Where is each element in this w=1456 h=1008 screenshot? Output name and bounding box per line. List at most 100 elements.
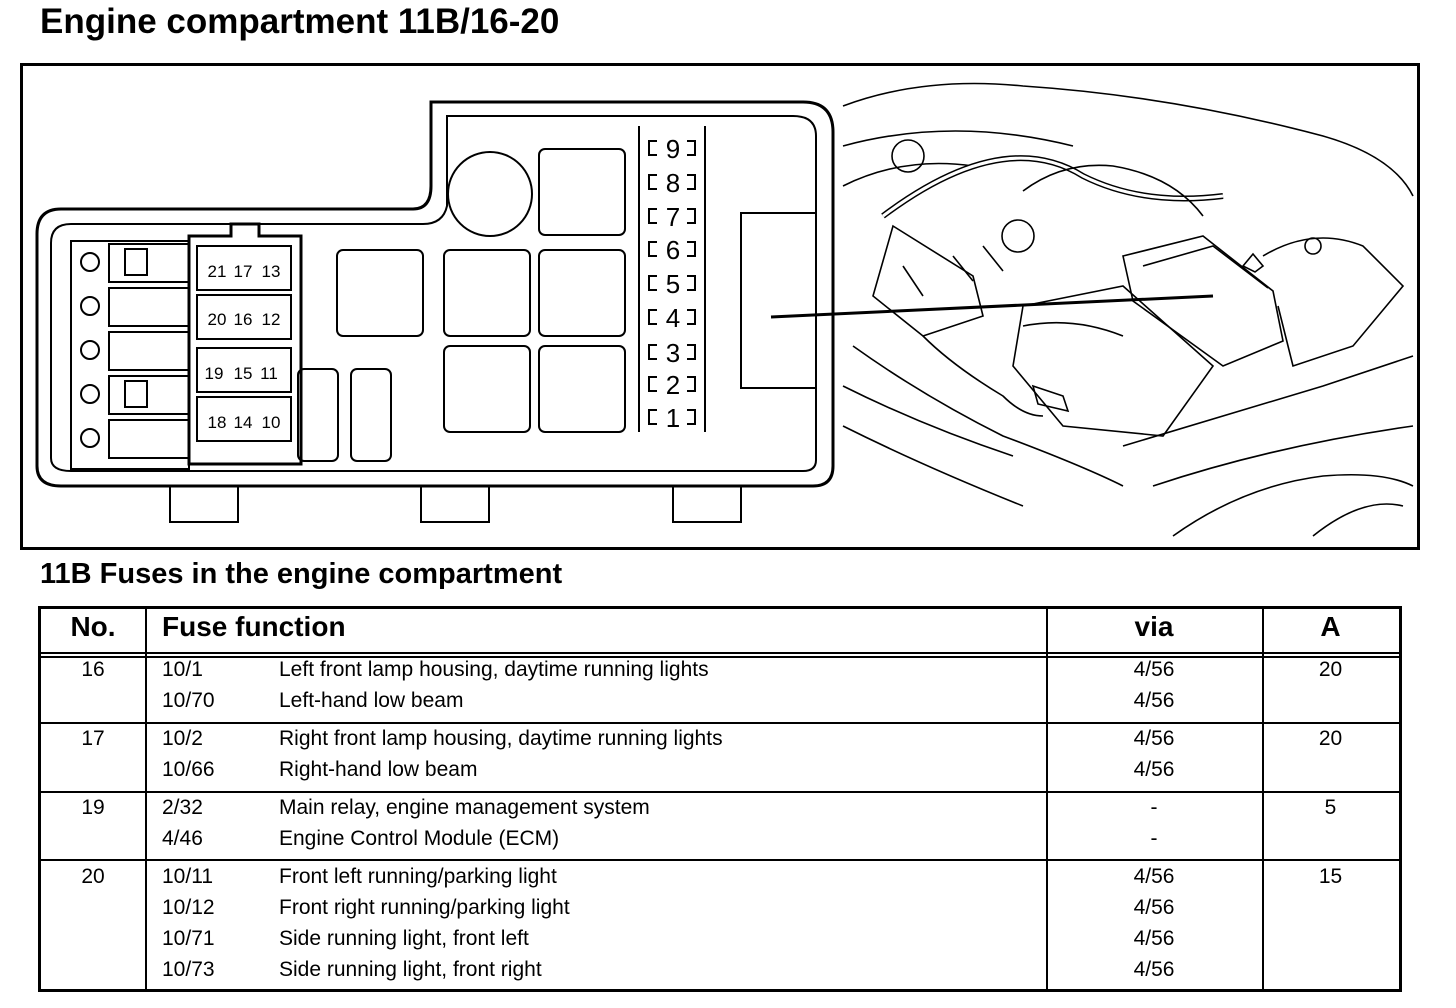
relay-connector — [187, 222, 303, 466]
fuse-code: 10/12 — [162, 896, 215, 919]
relay-square — [538, 345, 626, 433]
header-amp: A — [1320, 611, 1341, 642]
relay-label: 12 — [262, 310, 281, 329]
relay-label: 15 — [234, 364, 253, 383]
fuse-number: 17 — [81, 727, 105, 750]
relay-square — [336, 249, 424, 337]
fuse-code: 10/70 — [162, 689, 215, 712]
fuse-function: Front left running/parking light — [279, 865, 557, 888]
fuse-code: 10/11 — [162, 865, 213, 888]
fuse-function: Left front lamp housing, daytime running… — [279, 658, 709, 681]
fuse-number: 19 — [81, 796, 105, 819]
fuse-strip-label: 2 — [666, 370, 680, 400]
header-divider — [41, 656, 1399, 658]
fuse-strip-label: 3 — [666, 338, 680, 368]
fuse-function: Right-hand low beam — [279, 758, 478, 781]
fuse-function: Front right running/parking light — [279, 896, 570, 919]
fuse-function: Left-hand low beam — [279, 689, 464, 712]
fuse-ampere: 15 — [1318, 865, 1343, 888]
fuse-via: 4/56 — [1133, 758, 1175, 781]
page-title: Engine compartment 11B/16-20 — [40, 2, 560, 41]
fuse-code: 10/2 — [162, 727, 203, 750]
fuse-strip-label: 5 — [666, 269, 680, 299]
fuse-function: Right front lamp housing, daytime runnin… — [279, 727, 723, 750]
fuse-number: 20 — [81, 865, 105, 888]
fuse-via: 4/56 — [1133, 689, 1175, 712]
fuse-code: 10/73 — [162, 958, 215, 981]
relay-row-outline — [196, 294, 292, 340]
fuse-number: 16 — [81, 658, 105, 681]
fuse-via: 4/56 — [1133, 865, 1175, 888]
terminal-circles — [80, 252, 100, 448]
relay-label: 17 — [234, 262, 253, 281]
relay-label: 21 — [208, 262, 227, 281]
fuse-ampere: 20 — [1318, 727, 1343, 750]
header-function: Fuse function — [162, 611, 346, 642]
mount-tab-left — [169, 485, 239, 523]
fuse-strip-label: 8 — [666, 168, 680, 198]
fuse-via: - — [1150, 827, 1158, 850]
fuse-code: 2/32 — [162, 796, 203, 819]
relay-square — [443, 249, 531, 337]
fuse-box-diagram: 21 17 13 20 16 12 19 15 11 18 14 10 — [35, 82, 1414, 537]
fuse-via: 4/56 — [1133, 727, 1175, 750]
fuse-via: 4/56 — [1133, 958, 1175, 981]
column-divider — [1046, 609, 1048, 989]
fuse-code: 10/66 — [162, 758, 215, 781]
header-no: No. — [70, 611, 116, 642]
relay-label: 11 — [260, 364, 278, 383]
fuse-strip-slots — [648, 140, 696, 425]
relay-row-outline — [196, 347, 292, 393]
diagram-frame: 21 17 13 20 16 12 19 15 11 18 14 10 — [20, 63, 1420, 550]
group-divider — [41, 791, 1399, 793]
fuse-strip-label: 6 — [666, 235, 680, 265]
group-divider — [41, 859, 1399, 861]
housing-notch — [740, 212, 816, 389]
section-title: 11B Fuses in the engine compartment — [40, 558, 563, 590]
fuse-strip-label: 9 — [666, 134, 680, 164]
fuse-function: Engine Control Module (ECM) — [279, 827, 560, 850]
maxi-fuse — [350, 368, 392, 462]
relay-row-outline — [196, 245, 292, 291]
relay-square — [443, 345, 531, 433]
relay-label: 16 — [234, 310, 253, 329]
fuse-code: 10/71 — [162, 927, 215, 950]
fuse-box-outline — [35, 100, 835, 488]
fuse-strip-label: 7 — [666, 202, 680, 232]
relay-label: 18 — [208, 413, 227, 432]
fuse-code: 4/46 — [162, 827, 203, 850]
fuse-via: 4/56 — [1133, 927, 1175, 950]
fuse-function: Side running light, front left — [279, 927, 529, 950]
terminal-bars — [108, 243, 190, 459]
fuse-strip-label: 1 — [666, 403, 680, 433]
engine-compartment-illustration — [842, 82, 1414, 537]
relay-label: 20 — [208, 310, 227, 329]
relay-label: 14 — [234, 413, 253, 432]
maxi-fuse — [297, 368, 339, 462]
mount-tab-right — [672, 485, 742, 523]
header-via: via — [1134, 611, 1174, 642]
fuse-table: No. Fuse function via A 16 20 10/1 Left … — [38, 606, 1402, 992]
location-pointer — [770, 294, 1214, 319]
fuse-ampere: 5 — [1324, 796, 1337, 819]
fuse-ampere: 20 — [1318, 658, 1343, 681]
mount-tab-middle — [420, 485, 490, 523]
header-divider — [41, 652, 1399, 654]
group-divider — [41, 722, 1399, 724]
fuse-function: Main relay, engine management system — [279, 796, 650, 819]
round-relay — [447, 151, 533, 237]
relay-label: 19 — [205, 364, 224, 383]
fuse-via: 4/56 — [1133, 658, 1175, 681]
relay-label: 13 — [262, 262, 281, 281]
fuse-via: 4/56 — [1133, 896, 1175, 919]
column-divider — [1262, 609, 1264, 989]
column-divider — [145, 609, 147, 989]
relay-label: 10 — [262, 413, 281, 432]
fuse-code: 10/1 — [162, 658, 203, 681]
relay-row-outline — [196, 396, 292, 442]
fuse-box-inner-outline — [50, 115, 817, 472]
fuse-function: Side running light, front right — [279, 958, 542, 981]
fuse-strip-label: 4 — [666, 303, 680, 333]
relay-square — [538, 249, 626, 337]
fuse-via: - — [1150, 796, 1158, 819]
